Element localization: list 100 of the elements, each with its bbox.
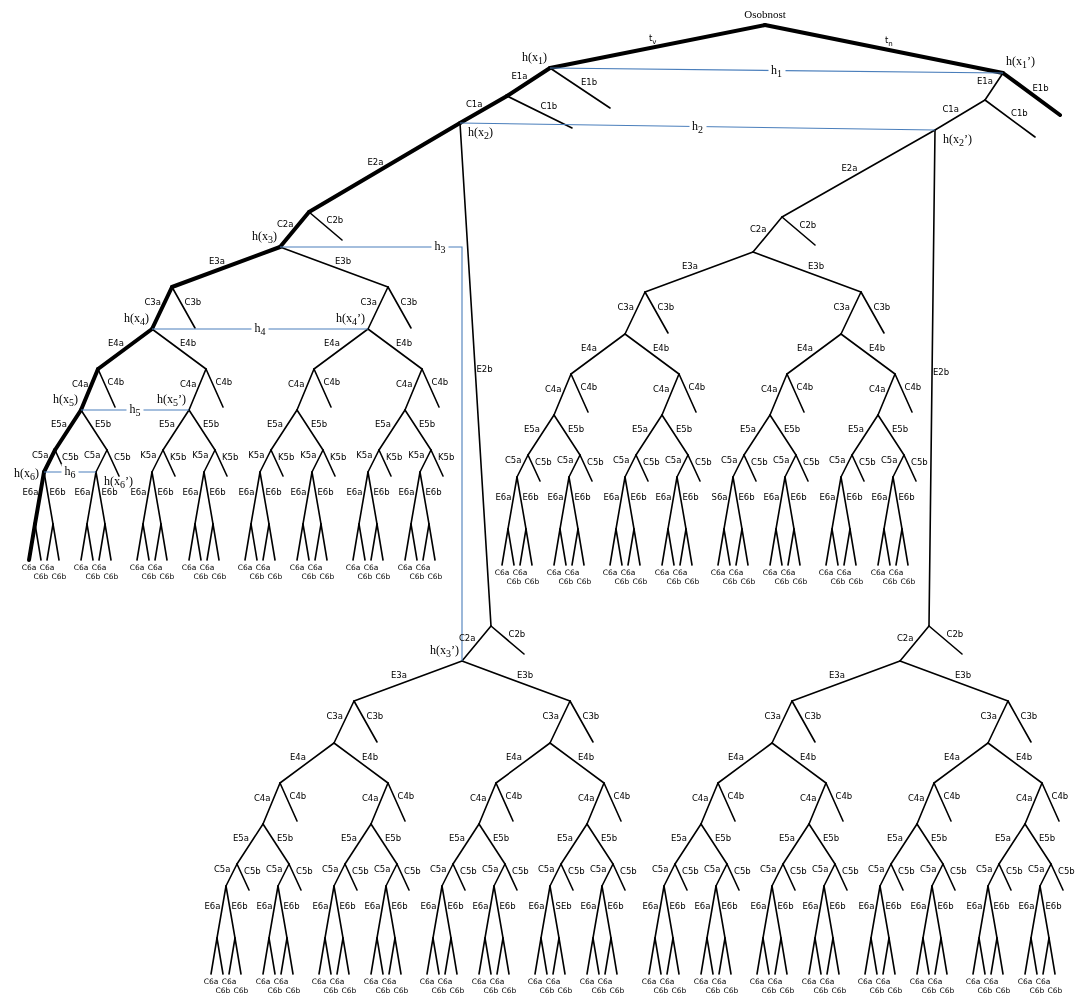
distance-label: h$_{1}$ [768, 62, 785, 79]
branch-label: C4a [760, 383, 778, 394]
branch-label: C4b [323, 377, 341, 387]
branch-label: E6a [750, 901, 767, 911]
branch-label: E5b [715, 833, 732, 843]
branch-label: C4b [289, 791, 307, 801]
branch-label: E6a [966, 901, 983, 911]
branch-label: C5a [975, 864, 993, 874]
branch-label: C5a [481, 864, 499, 874]
branch-label: C2b [326, 215, 344, 225]
branch-label: C5b [950, 866, 967, 876]
branch-label: C4a [253, 792, 271, 803]
branch-label: E6b [721, 901, 738, 911]
node-label: h(x$_{1}$’) [1006, 53, 1035, 70]
branch-label: E6b [283, 901, 300, 911]
branch-label: E6b [339, 901, 356, 911]
branch-label: E5b [493, 833, 510, 843]
branch-label: C5b [695, 457, 712, 467]
node-label: h(x$_{6}$) [14, 465, 39, 483]
branch-label: E6b [898, 492, 915, 502]
branch-label: E6a [256, 901, 273, 911]
branch-label: C5a [651, 864, 669, 874]
branch-label: C5a [265, 864, 283, 874]
branch-label: E1a [977, 75, 993, 86]
branch-label: E5b [203, 419, 220, 429]
branch-label: E5a [375, 419, 391, 429]
branch-label: E5a [671, 833, 687, 843]
branch-label: C4a [907, 792, 925, 803]
branch-label: C3a [617, 302, 634, 312]
branch-label: C4a [287, 378, 305, 389]
branch-label: E6b [425, 487, 442, 497]
branch-label: C5a [213, 864, 231, 874]
branch-label: E2a [841, 162, 858, 173]
branch-label: E5b [601, 833, 618, 843]
branch-label: C5a [867, 864, 885, 874]
branch-label: C5b [734, 866, 751, 876]
branch-label: K5b [170, 452, 187, 462]
branch-label: E4a [108, 338, 124, 348]
branch-label: C3b [873, 301, 891, 312]
branch-label: E5a [449, 833, 465, 843]
branch-label: C5a [664, 455, 682, 465]
branch-label: E6a [802, 901, 819, 911]
branch-label: E6b [630, 492, 647, 502]
branch-label: C5b [244, 866, 261, 876]
branch-label: E2b [476, 363, 493, 374]
branch-label: E6b [607, 901, 624, 911]
branch-label: C3a [833, 302, 850, 312]
branch-label: E4a [324, 338, 340, 348]
branch-label: E3a [209, 256, 225, 266]
branch-label: C5a [504, 455, 522, 465]
branch-label: E2b [933, 367, 950, 377]
distance-label: h$_{6}$ [61, 463, 79, 481]
branch-label: E6a [819, 492, 836, 502]
branch-label: E4a [797, 343, 813, 353]
branch-label: E6b [829, 901, 846, 911]
branch-label: C5b [404, 866, 421, 876]
branch-label: E6b [231, 901, 248, 911]
branch-label: C4b [397, 791, 415, 801]
branch-label: C1a [465, 98, 483, 109]
branch-label: E6a [603, 492, 620, 502]
branch-label: E5a [341, 833, 357, 843]
branch-label: C4a [361, 792, 379, 803]
branch-label: E5a [632, 424, 648, 434]
branch-label: E5b [311, 419, 328, 429]
branch-label: C4a [652, 383, 670, 394]
branch-label: C5a [83, 450, 101, 460]
node-label: h(x$_{1}$) [522, 49, 547, 66]
branch-label: E6b [447, 901, 464, 911]
branch-label: K5a [300, 450, 317, 460]
branch-label: E6a [580, 901, 597, 911]
branch-label: C4b [107, 377, 125, 387]
branch-label: E2a [367, 156, 384, 167]
branch-label: K5a [140, 450, 157, 460]
branch-label: E6a [910, 901, 927, 911]
branch-label: C5a [1027, 864, 1045, 874]
branch-label: E6b [937, 901, 954, 911]
branch-label: C5a [919, 864, 937, 874]
branch-label: E4a [506, 752, 522, 762]
branch-label: E4b [180, 338, 197, 348]
branch-label: E5a [848, 424, 864, 434]
branch-label: C5b [587, 457, 604, 467]
branch-label: E5a [159, 419, 175, 429]
branch-label: E4b [869, 343, 886, 353]
branch-label: E6b [209, 487, 226, 497]
branch-label: C3a [764, 711, 781, 721]
branch-label: E5a [995, 833, 1011, 843]
branch-label: C4a [577, 792, 595, 803]
branch-label: E6b [790, 492, 807, 502]
branch-label: C5a [429, 864, 447, 874]
distance-label: h$_{2}$ [689, 118, 706, 135]
branch-label: E6b [993, 901, 1010, 911]
branch-label: E6b [391, 901, 408, 911]
branch-label: C3b [184, 296, 202, 307]
branch-label: C3a [326, 711, 343, 721]
branch-label: C5a [31, 450, 49, 460]
node-label: h(x$_{4}$) [124, 310, 149, 327]
branch-label: E6a [22, 487, 39, 497]
branch-label: t$_{n}$ [885, 35, 893, 48]
branch-label: E5b [568, 424, 585, 434]
branch-label: E6a [74, 487, 91, 497]
